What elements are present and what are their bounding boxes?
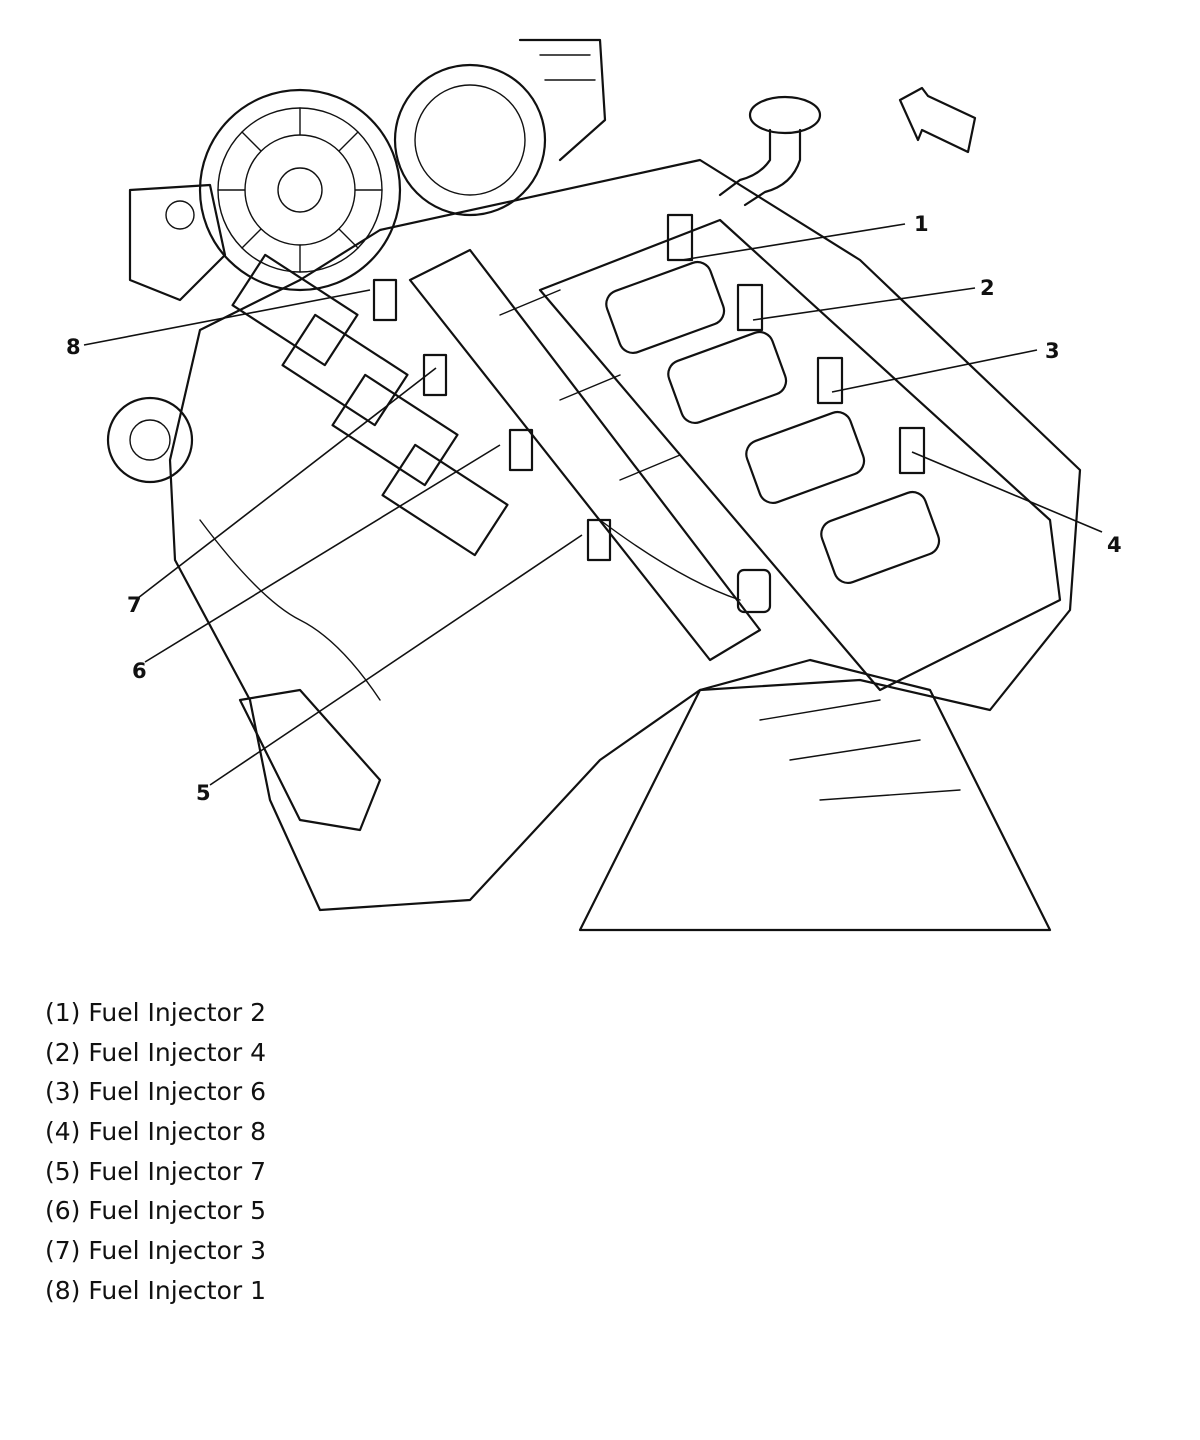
legend-item: (8) Fuel Injector 1 xyxy=(45,1275,267,1305)
legend-item: (3) Fuel Injector 6 xyxy=(45,1077,267,1107)
callout-1: 1 xyxy=(914,212,929,236)
engine-fuel-injector-diagram: 1 2 3 4 5 6 7 8 xyxy=(66,38,1122,932)
callout-6: 6 xyxy=(132,659,147,683)
legend-item: (1) Fuel Injector 2 xyxy=(45,998,267,1027)
legend-item: (2) Fuel Injector 4 xyxy=(45,1037,267,1067)
legend-list: (1) Fuel Injector 2 (2) Fuel Injector 4 … xyxy=(45,993,266,1311)
callout-8: 8 xyxy=(66,335,81,359)
callout-2: 2 xyxy=(980,276,995,300)
direction-arrow-icon xyxy=(898,86,977,154)
callout-7: 7 xyxy=(127,593,142,617)
callout-4: 4 xyxy=(1107,533,1122,557)
legend-item: (5) Fuel Injector 7 xyxy=(45,1156,267,1186)
callout-leaders xyxy=(83,223,1103,786)
legend-item: (4) Fuel Injector 8 xyxy=(45,1117,267,1147)
callout-5: 5 xyxy=(196,781,211,805)
legend-item: (7) Fuel Injector 3 xyxy=(45,1236,267,1266)
engine-outline xyxy=(106,38,1082,932)
legend-item: (6) Fuel Injector 5 xyxy=(45,1196,267,1226)
callout-3: 3 xyxy=(1045,339,1060,363)
